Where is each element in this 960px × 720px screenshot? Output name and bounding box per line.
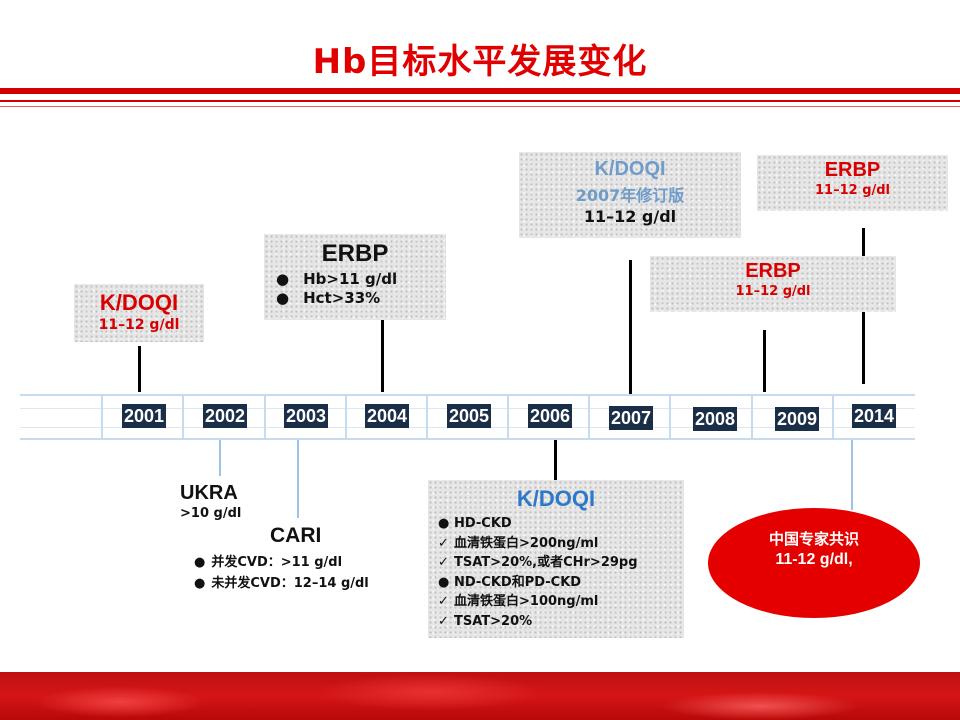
erbp-2014-value: 11–12 g/dl: [814, 183, 891, 198]
year-label: 2007: [609, 406, 654, 430]
cari-name: CARI: [270, 524, 322, 547]
cari-item: ●未并发CVD：12–14 g/dl: [194, 576, 369, 591]
connector-2002: [219, 440, 221, 476]
year-label: 2009: [775, 407, 820, 431]
china-consensus-title: 中国专家共识: [768, 530, 859, 548]
timeline-band: [20, 394, 915, 440]
connector-2014: [862, 312, 865, 384]
erbp-2014-name: ERBP: [824, 159, 881, 181]
kdoqi-2001-box: K/DOQI 11–12 g/dl: [74, 284, 204, 342]
erbp-2004-item: ●Hct>33%: [276, 289, 381, 307]
erbp-2004-box: ERBP ●Hb>11 g/dl ●Hct>33%: [264, 234, 446, 320]
footer-decoration: [0, 672, 960, 720]
timeline-divider: [101, 394, 103, 440]
ukra-name: UKRA: [180, 482, 238, 504]
year-label: 2003: [284, 404, 329, 428]
title-rule-hairline: [0, 106, 960, 107]
timeline-divider: [832, 394, 834, 440]
title-rule-thin: [0, 100, 960, 102]
timeline-divider: [751, 394, 753, 440]
erbp-2004-name: ERBP: [321, 240, 389, 267]
kdoqi-2006-item: ✓血清铁蛋白>200ng/ml: [438, 535, 599, 551]
connector-2006: [554, 440, 557, 480]
timeline-divider: [426, 394, 428, 440]
timeline-divider: [507, 394, 509, 440]
erbp-2008-name: ERBP: [745, 260, 801, 282]
connector-2003: [297, 440, 299, 518]
timeline-divider: [264, 394, 266, 440]
year-label: 2005: [447, 404, 492, 428]
kdoqi-2007-name: K/DOQI: [594, 158, 666, 180]
year-label: 2002: [203, 404, 248, 428]
ukra-value: >10 g/dl: [180, 506, 242, 521]
year-label: 2014: [852, 404, 897, 428]
cari-block: CARI ●并发CVD：>11 g/dl ●未并发CVD：12–14 g/dl: [194, 524, 369, 591]
kdoqi-2006-name: K/DOQI: [516, 486, 596, 511]
erbp-2008-value: 11–12 g/dl: [735, 284, 811, 299]
kdoqi-2006-item: ●ND-CKD和PD-CKD: [438, 574, 582, 590]
ukra-block: UKRA >10 g/dl: [180, 482, 241, 521]
connector-2001: [138, 346, 141, 392]
timeline-divider: [182, 394, 184, 440]
cari-item: ●并发CVD：>11 g/dl: [194, 555, 343, 570]
kdoqi-2006-item: ✓血清铁蛋白>100ng/ml: [438, 594, 599, 609]
kdoqi-2007-box: K/DOQI 2007年修订版 11–12 g/dl: [519, 152, 741, 238]
timeline-divider: [345, 394, 347, 440]
kdoqi-2006-item: ●HD-CKD: [438, 516, 512, 531]
kdoqi-2006-box: K/DOQI ●HD-CKD ✓血清铁蛋白>200ng/ml ✓TSAT>20%…: [428, 480, 684, 638]
year-label: 2006: [528, 404, 573, 428]
year-label: 2001: [122, 404, 167, 428]
page-title: Hb目标水平发展变化: [312, 42, 648, 82]
kdoqi-2001-value: 11–12 g/dl: [98, 317, 180, 333]
year-label: 2008: [693, 407, 738, 431]
kdoqi-2006-item: ✓TSAT>20%: [438, 613, 533, 629]
connector-2007: [629, 260, 632, 394]
connector-2004: [381, 320, 384, 392]
timeline-divider: [588, 394, 590, 440]
kdoqi-2001-name: K/DOQI: [99, 290, 179, 315]
connector-china: [851, 440, 853, 510]
erbp-2004-item: ●Hb>11 g/dl: [276, 270, 398, 288]
connector-2014-top: [862, 228, 865, 256]
timeline-divider: [669, 394, 671, 440]
year-label: 2004: [365, 404, 410, 428]
china-consensus-ellipse: 中国专家共识 11-12 g/dl,: [708, 508, 920, 618]
kdoqi-2006-item: ✓TSAT>20%,或者CHr>29pg: [438, 555, 638, 570]
kdoqi-2007-subtitle: 2007年修订版: [575, 186, 685, 205]
title-rule: [0, 88, 960, 94]
kdoqi-2007-value: 11–12 g/dl: [583, 207, 677, 226]
erbp-2008-box: ERBP 11–12 g/dl: [650, 256, 896, 312]
connector-2008: [763, 330, 766, 392]
erbp-2014-box: ERBP 11–12 g/dl: [757, 155, 948, 211]
china-consensus-value: 11-12 g/dl,: [775, 551, 853, 568]
